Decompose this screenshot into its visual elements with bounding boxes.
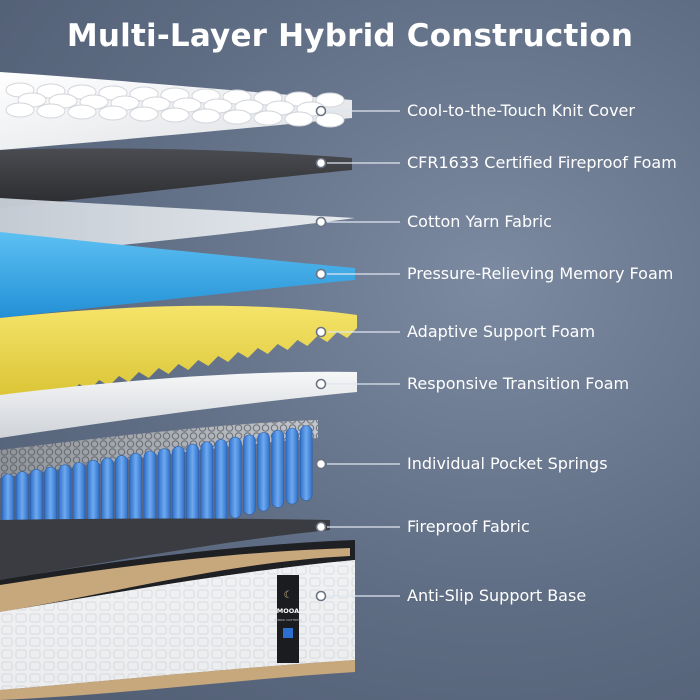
marker-dot-pocket-springs bbox=[315, 458, 327, 470]
spring-coil bbox=[285, 427, 299, 505]
callout-leaders bbox=[315, 105, 400, 602]
brand-badge-icon bbox=[283, 628, 293, 638]
marker-dot-transition-foam bbox=[315, 378, 327, 390]
fireproof-fabric-layer bbox=[0, 518, 330, 580]
marker-dot-support-base bbox=[315, 590, 327, 602]
spring-coil bbox=[271, 429, 285, 508]
page-title: Multi-Layer Hybrid Construction bbox=[66, 18, 634, 54]
transition-foam-layer bbox=[0, 371, 357, 438]
layer-label-support-foam: Adaptive Support Foam bbox=[407, 322, 596, 341]
fireproof-foam-layer bbox=[0, 148, 352, 208]
brand-label-tag bbox=[277, 575, 299, 663]
spring-coil bbox=[214, 439, 228, 522]
quilt-bump bbox=[222, 109, 252, 125]
quilt-bump bbox=[98, 105, 128, 121]
quilt-bump bbox=[191, 108, 221, 124]
brand-moon-icon: ☾ bbox=[284, 590, 293, 601]
quilt-bump bbox=[5, 102, 35, 118]
quilt-bump bbox=[67, 104, 97, 120]
support-foam-layer bbox=[0, 305, 357, 406]
marker-dot-fireproof-foam bbox=[315, 157, 327, 169]
layer-label-pocket-springs: Individual Pocket Springs bbox=[407, 454, 608, 473]
marker-dot-support-foam bbox=[315, 326, 327, 338]
spring-coil bbox=[186, 443, 199, 529]
memory-foam-layer bbox=[0, 232, 355, 318]
marker-dot-cotton-fabric bbox=[315, 216, 327, 228]
layer-label-memory-foam: Pressure-Relieving Memory Foam bbox=[407, 264, 674, 283]
quilt-bump bbox=[253, 110, 283, 126]
support-base-layer: ☾ MOOA HYBRID MATTRESS bbox=[0, 540, 355, 700]
spring-coil bbox=[228, 436, 242, 519]
brand-tagline: HYBRID MATTRESS bbox=[274, 618, 302, 622]
marker-dot-fireproof-fabric bbox=[315, 521, 327, 533]
spring-coil bbox=[200, 441, 214, 526]
marker-dot-knit-cover bbox=[315, 105, 327, 117]
quilt-bump bbox=[284, 111, 314, 127]
layer-label-fireproof-fabric: Fireproof Fabric bbox=[407, 517, 530, 536]
quilt-bump bbox=[129, 106, 159, 122]
spring-coil bbox=[299, 425, 313, 501]
quilt-bump bbox=[315, 112, 345, 128]
layer-label-transition-foam: Responsive Transition Foam bbox=[407, 374, 630, 393]
brand-name: MOOA bbox=[277, 607, 299, 615]
marker-dot-memory-foam bbox=[315, 268, 327, 280]
quilt-bump bbox=[160, 107, 190, 123]
knit-cover-layer bbox=[0, 72, 352, 150]
layer-label-fireproof-foam: CFR1633 Certified Fireproof Foam bbox=[407, 153, 677, 172]
spring-coil bbox=[257, 432, 270, 512]
knit-quilt-pattern bbox=[5, 82, 345, 128]
spring-coil bbox=[243, 434, 256, 515]
quilt-bump bbox=[36, 103, 66, 119]
layer-label-cotton-fabric: Cotton Yarn Fabric bbox=[407, 212, 552, 231]
quilt-bump bbox=[315, 92, 345, 108]
layer-label-knit-cover: Cool-to-the-Touch Knit Cover bbox=[407, 101, 635, 120]
layer-label-support-base: Anti-Slip Support Base bbox=[407, 586, 587, 605]
